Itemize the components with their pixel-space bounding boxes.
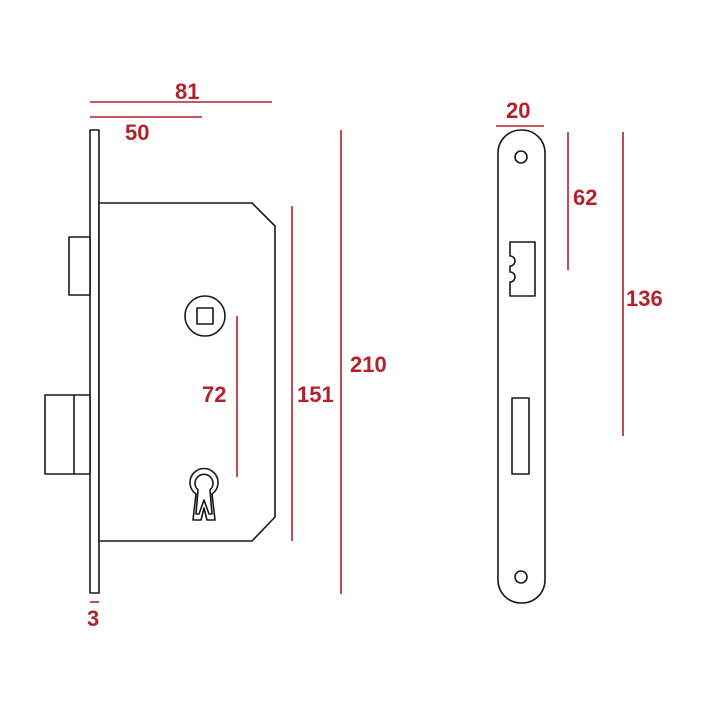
- dim-label-210: 210: [350, 352, 387, 377]
- bottom-screw-hole: [514, 570, 528, 584]
- dim-label-81: 81: [175, 79, 199, 104]
- dim-label-62: 62: [573, 185, 597, 210]
- bolt-opening: [511, 397, 530, 475]
- dimension-labels: 81 50 3 72 151 210 20 62 136: [87, 79, 663, 631]
- latch-bolt: [68, 236, 91, 296]
- front-faceplate-view: [497, 129, 546, 604]
- dead-bolt: [44, 394, 91, 475]
- keyhole-inner: [194, 473, 214, 515]
- faceplate: [89, 129, 100, 594]
- front-faceplate: [497, 129, 546, 604]
- latch-opening: [509, 241, 536, 297]
- dim-label-151: 151: [297, 382, 334, 407]
- follower-square: [196, 307, 214, 325]
- dim-label-20: 20: [506, 98, 530, 123]
- dim-label-72: 72: [202, 382, 226, 407]
- dimension-lines: [90, 101, 624, 603]
- dim-label-136: 136: [626, 286, 663, 311]
- mortise-lock-body: [44, 129, 276, 594]
- lock-case: [98, 202, 276, 542]
- top-screw-hole: [514, 150, 528, 164]
- dim-label-3: 3: [87, 606, 99, 631]
- dim-label-50: 50: [125, 120, 149, 145]
- keyhole-icon: [189, 467, 219, 521]
